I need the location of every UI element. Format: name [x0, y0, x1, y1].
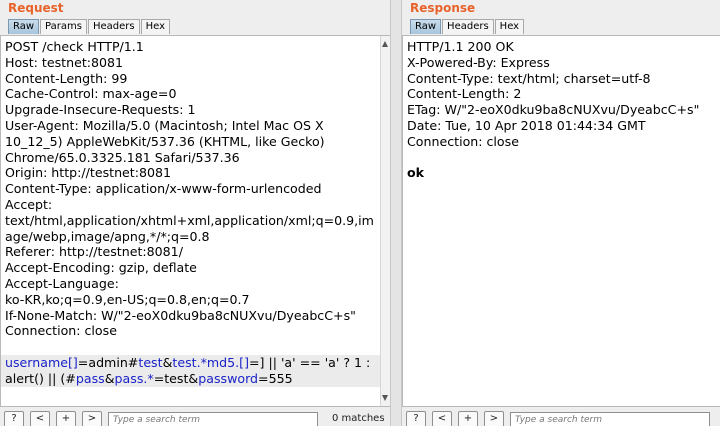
response-search-bar: ? < + > — [402, 407, 720, 426]
request-line: age/webp,image/apng,*/*;q=0.8 — [5, 228, 210, 244]
help-button[interactable]: ? — [4, 411, 24, 426]
param-name: test.*md5.[] — [172, 354, 249, 370]
request-search-bar: ? < + > 0 matches — [0, 407, 390, 426]
request-line: Host: testnet:8081 — [5, 54, 124, 70]
request-line — [5, 339, 378, 355]
request-tab-raw[interactable]: Raw — [8, 19, 40, 34]
request-line: Accept: — [5, 196, 53, 212]
pane-splitter[interactable] — [390, 0, 402, 426]
request-body-line: alert() || (#pass&pass.*=test&password=5… — [1, 370, 390, 387]
response-line: Connection: close — [407, 133, 519, 149]
request-line: Chrome/65.0.3325.181 Safari/537.36 — [5, 149, 240, 165]
param-text: & — [104, 370, 115, 386]
param-text: =555 — [258, 370, 293, 386]
request-title: Request — [8, 1, 64, 15]
request-line: User-Agent: Mozilla/5.0 (Macintosh; Inte… — [5, 117, 324, 133]
response-line: Content-Length: 2 — [407, 86, 522, 102]
response-body: ok — [407, 165, 425, 181]
response-previous-button[interactable]: < — [432, 411, 452, 426]
request-line: text/html,application/xhtml+xml,applicat… — [5, 212, 374, 228]
request-line: POST /check HTTP/1.1 — [5, 39, 144, 54]
response-line — [407, 150, 709, 166]
request-line: Accept-Language: — [5, 275, 119, 291]
request-line: Content-Length: 99 — [5, 70, 128, 86]
response-search-input[interactable] — [510, 412, 710, 426]
add-button[interactable]: + — [56, 411, 76, 426]
param-text: =admin# — [77, 354, 139, 370]
param-name: pass.* — [114, 370, 154, 386]
response-tab-raw[interactable]: Raw — [410, 19, 442, 34]
request-line: Connection: close — [5, 323, 117, 339]
request-line: Cache-Control: max-age=0 — [5, 86, 177, 102]
request-line: Origin: http://testnet:8081 — [5, 165, 172, 181]
response-title: Response — [410, 1, 476, 15]
request-body-line: username[]=admin#test&test.*md5.[]=] || … — [1, 354, 390, 371]
response-line: Content-Type: text/html; charset=utf-8 — [407, 70, 651, 86]
param-text: & — [162, 354, 173, 370]
request-tab-hex[interactable]: Hex — [140, 19, 170, 34]
request-tabs: Raw Params Headers Hex — [8, 19, 171, 34]
previous-button[interactable]: < — [30, 411, 50, 426]
response-next-button[interactable]: > — [484, 411, 504, 426]
request-line: ko-KR,ko;q=0.9,en-US;q=0.8,en;q=0.7 — [5, 291, 250, 307]
request-pane: Request Raw Params Headers Hex POST /che… — [0, 1, 391, 426]
request-tab-headers[interactable]: Headers — [87, 19, 140, 34]
param-name: password — [198, 370, 259, 386]
request-line: Accept-Encoding: gzip, deflate — [5, 260, 197, 276]
request-line: Referer: http://testnet:8081/ — [5, 244, 183, 260]
param-name: test — [138, 354, 163, 370]
param-text: =] || 'a' == 'a' ? 1 : — [248, 354, 371, 370]
param-name: username[] — [5, 354, 78, 370]
request-line: 10_12_5) AppleWebKit/537.36 (KHTML, like… — [5, 133, 325, 149]
response-tabs: Raw Headers Hex — [410, 19, 525, 34]
response-line: ETag: W/"2-eoX0dku9ba8cNUXvu/DyeabcC+s" — [407, 102, 700, 118]
request-search-input[interactable] — [108, 412, 318, 426]
request-line: Upgrade-Insecure-Requests: 1 — [5, 102, 196, 118]
param-text: alert() || (# — [5, 370, 76, 386]
response-add-button[interactable]: + — [458, 411, 478, 426]
request-tab-params[interactable]: Params — [40, 19, 87, 34]
response-line: Date: Tue, 10 Apr 2018 01:44:34 GMT — [407, 117, 646, 133]
response-help-button[interactable]: ? — [406, 411, 426, 426]
response-pane: Response Raw Headers Hex HTTP/1.1 200 OK… — [402, 0, 720, 426]
request-line: Content-Type: application/x-www-form-url… — [5, 181, 322, 197]
next-button[interactable]: > — [82, 411, 102, 426]
match-count: 0 matches — [332, 413, 385, 424]
response-line: X-Powered-By: Express — [407, 54, 550, 70]
response-tab-headers[interactable]: Headers — [442, 19, 494, 34]
param-name: pass — [75, 370, 105, 386]
response-line: HTTP/1.1 200 OK — [407, 39, 514, 54]
scroll-up-icon[interactable] — [382, 41, 388, 47]
scroll-down-icon[interactable] — [382, 395, 388, 401]
param-text: =test& — [153, 370, 199, 386]
request-line: If-None-Match: W/"2-eoX0dku9ba8cNUXvu/Dy… — [5, 307, 356, 323]
response-tab-hex[interactable]: Hex — [494, 19, 525, 34]
request-scrollbar[interactable] — [380, 36, 390, 406]
